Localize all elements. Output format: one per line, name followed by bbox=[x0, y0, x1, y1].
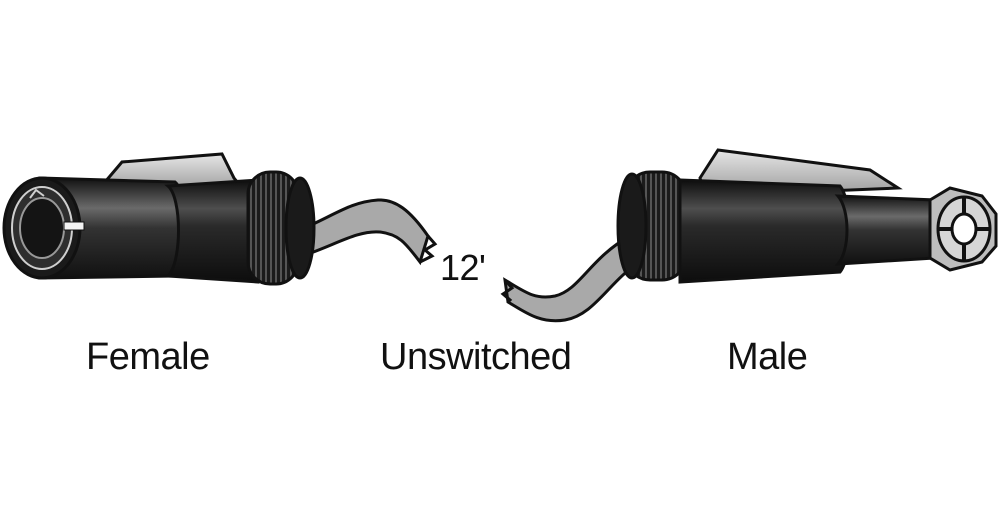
male-body bbox=[678, 178, 851, 284]
male-connector bbox=[616, 148, 998, 284]
unswitched-label: Unswitched bbox=[380, 336, 572, 378]
cable-left bbox=[298, 198, 430, 266]
cable-right-end bbox=[500, 279, 515, 304]
male-nose bbox=[834, 194, 937, 266]
male-label: Male bbox=[727, 336, 808, 378]
male-face bbox=[928, 186, 998, 272]
female-label: Female bbox=[86, 336, 210, 378]
female-connector bbox=[2, 152, 316, 286]
cable-length-label: 12' bbox=[440, 247, 486, 288]
female-body bbox=[164, 178, 260, 284]
cable-left-end bbox=[419, 235, 438, 264]
